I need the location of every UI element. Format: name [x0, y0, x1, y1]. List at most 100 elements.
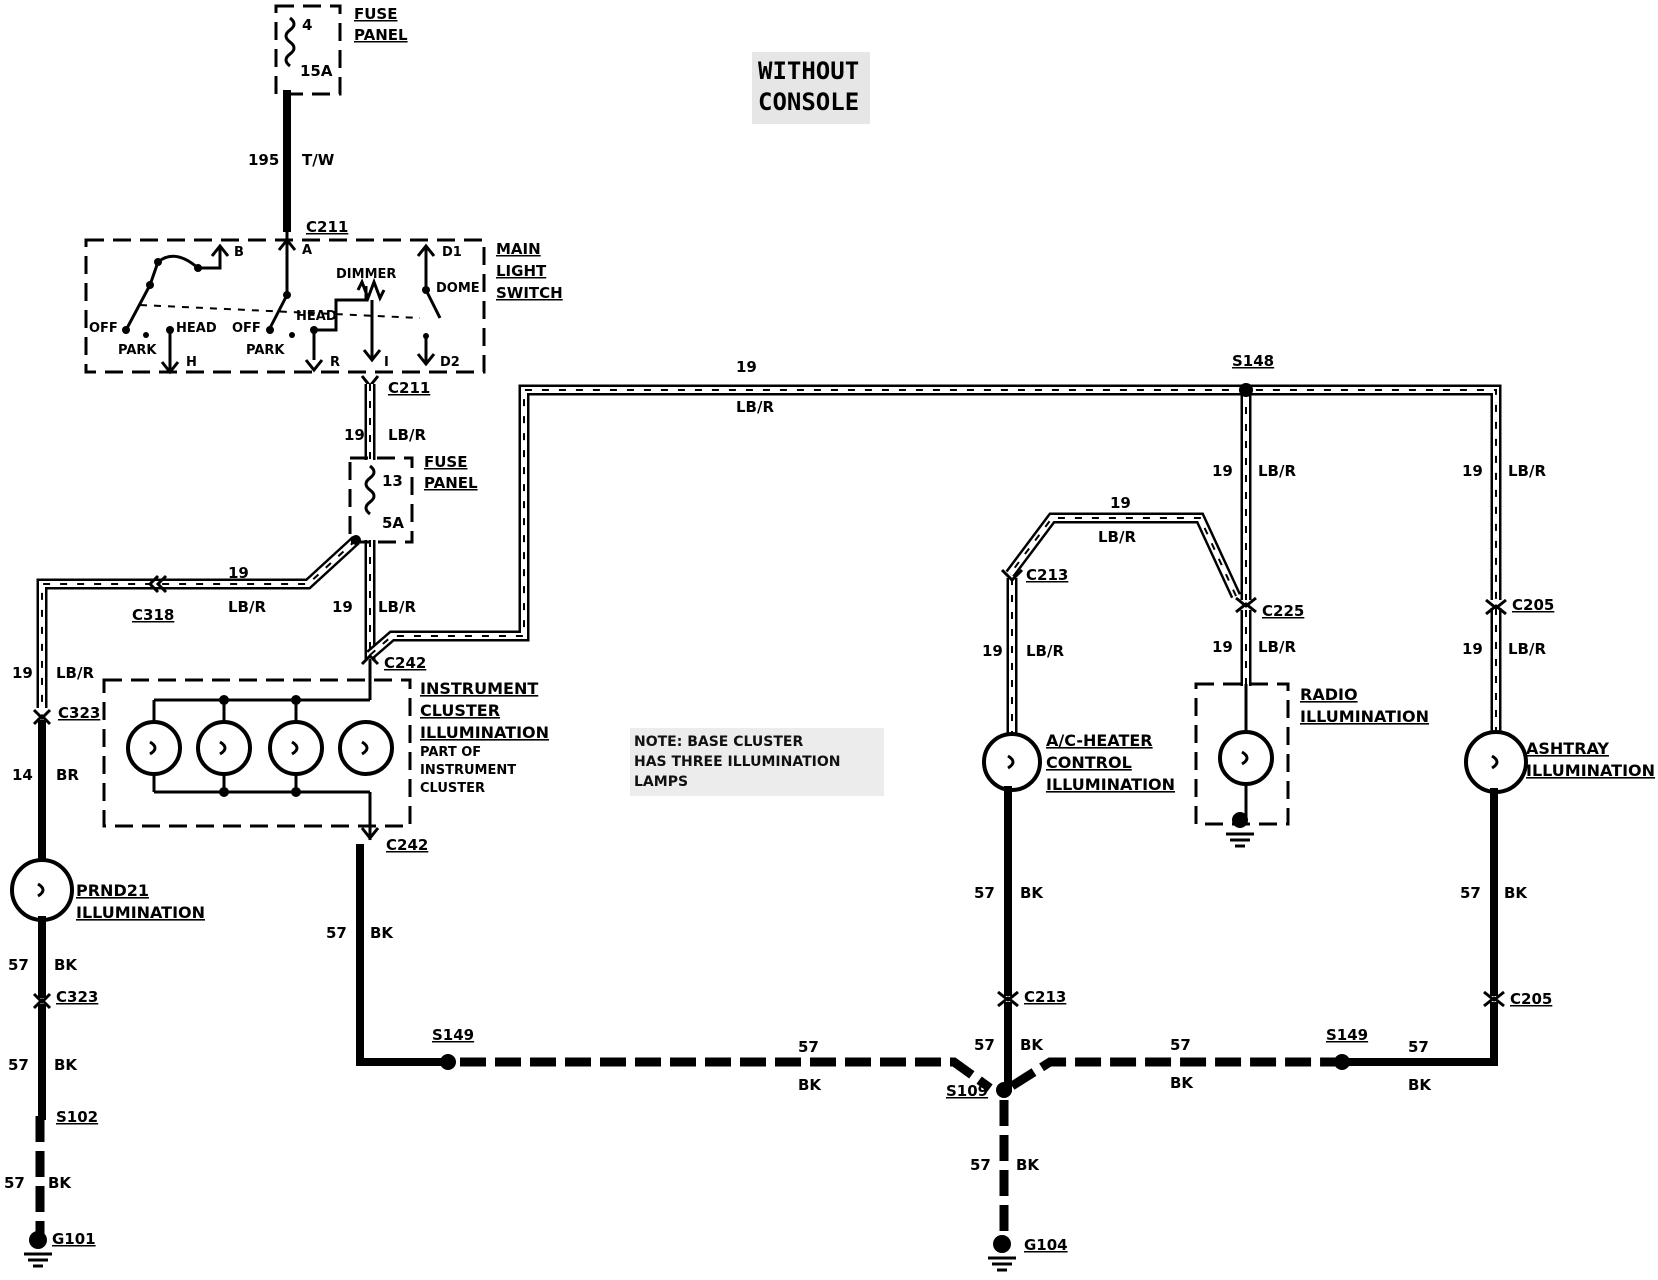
terminal-i-arrow-icon [362, 349, 382, 363]
terminal-a-arrow-icon [277, 237, 297, 251]
lbr-wiring [36, 384, 1502, 738]
label-19-c242: 19 [332, 598, 353, 616]
label-lbr-c205: LB/R [1508, 640, 1546, 658]
c213-top-connector-icon [1000, 568, 1024, 583]
switch-contact [289, 332, 295, 338]
note: NOTE: BASE CLUSTER HAS THREE ILLUMINATIO… [630, 728, 884, 796]
label-57-ashtray: 57 [1460, 884, 1481, 902]
label-19-c213: 19 [982, 642, 1003, 660]
label-57-ac: 57 [974, 884, 995, 902]
header-line2: CONSOLE [758, 88, 859, 116]
c213-bottom-connector-icon [997, 990, 1019, 1008]
label-lbr-branch: LB/R [1098, 528, 1136, 546]
prnd21-label2: ILLUMINATION [76, 903, 205, 922]
ground-icon [1226, 832, 1254, 848]
header: WITHOUT CONSOLE [752, 52, 870, 124]
c213-top-label: C213 [1026, 566, 1068, 584]
s109-label: S109 [946, 1082, 988, 1100]
fuse-rating: 15A [300, 62, 333, 80]
switch-contact [146, 281, 154, 289]
label-19-c205: 19 [1462, 640, 1483, 658]
c225-connector-icon [1235, 596, 1257, 614]
label-19-ashtray-top: 19 [1462, 462, 1483, 480]
switch-connector-top: C211 [306, 218, 348, 236]
c205-bottom-label: C205 [1510, 990, 1552, 1008]
s149-left-splice-dot [440, 1054, 456, 1070]
pos-off-right: OFF [232, 321, 261, 336]
fuse-panel-13-box [348, 456, 414, 544]
main-light-switch-box [84, 238, 486, 374]
label-bk-c213: BK [1020, 1036, 1044, 1054]
label-19-branch: 19 [1110, 494, 1131, 512]
label-bk-g104: BK [1016, 1156, 1040, 1174]
label-19-s148: 19 [1212, 462, 1233, 480]
dimmer-resistor-icon [356, 277, 386, 303]
switch-contact [143, 332, 149, 338]
label-lbr-ashtray-top: LB/R [1508, 462, 1546, 480]
note-line2: HAS THREE ILLUMINATION [634, 754, 840, 770]
switch-contact [122, 326, 130, 334]
label-lbr-c225: LB/R [1258, 638, 1296, 656]
pos-dome: DOME [436, 281, 480, 296]
label-lbr-c318: LB/R [228, 598, 266, 616]
switch-label1: MAIN [496, 240, 541, 258]
c205-top-connector-icon [1485, 598, 1507, 616]
terminal-a: A [302, 243, 312, 258]
terminal-d1: D1 [442, 245, 462, 260]
c205-bottom-connector-icon [1483, 990, 1505, 1008]
pos-park-right: PARK [246, 343, 285, 358]
terminal-d2-arrow-icon [416, 353, 436, 367]
terminal-i: I [384, 355, 389, 370]
label-57-c213: 57 [974, 1036, 995, 1054]
wire-57-bus-right [1009, 1057, 1336, 1090]
radio-ground-dot [1232, 812, 1248, 828]
c242-top-label: C242 [384, 654, 426, 672]
label-lbr-c213: LB/R [1026, 642, 1064, 660]
terminal-r-arrow-icon [304, 359, 324, 373]
wire-stripe [1009, 517, 1237, 597]
wire-195-color: T/W [302, 151, 335, 169]
label-bk-c323: BK [54, 1056, 78, 1074]
label-lbr-top: LB/R [736, 398, 774, 416]
pos-dimmer: DIMMER [336, 267, 396, 282]
label-bk-bus-right: BK [1170, 1074, 1194, 1092]
label-lbr-c323: LB/R [56, 664, 94, 682]
terminal-r: R [330, 355, 340, 370]
wire-stripe [41, 539, 357, 708]
switch-label3: SWITCH [496, 284, 563, 302]
ashtray-label2: ILLUMINATION [1526, 761, 1655, 780]
fuse-splice-dot [351, 535, 361, 545]
wire-stripe [369, 389, 1497, 656]
c242-bottom-connector-icon [360, 827, 380, 841]
radio-label2: ILLUMINATION [1300, 707, 1429, 726]
ground-icon [988, 1256, 1016, 1272]
label-57-bus-left: 57 [798, 1038, 819, 1056]
note-line1: NOTE: BASE CLUSTER [634, 734, 803, 750]
fuse-panel-top-box [274, 4, 342, 96]
ac-heater-label3: ILLUMINATION [1046, 775, 1175, 794]
cluster-sub1: PART OF [420, 745, 481, 760]
wire-fill [368, 387, 1499, 658]
terminal-b-arrow-icon [210, 243, 230, 257]
c242-bottom-label: C242 [386, 836, 428, 854]
c323-top-label: C323 [58, 704, 100, 722]
note-line3: LAMPS [634, 774, 688, 790]
ac-heater-label1: A/C-HEATER [1046, 731, 1153, 750]
label-19-top: 19 [736, 358, 757, 376]
fuse-13-label1: FUSE [424, 453, 467, 471]
c323-bottom-label: C323 [56, 988, 98, 1006]
label-19-c318: 19 [228, 564, 249, 582]
fuse-element-icon [364, 464, 376, 516]
main-light-switch: C211 MAIN LIGHT SWITCH B H OFF PARK HEAD… [84, 218, 563, 375]
switch-contact [154, 258, 162, 266]
terminal-b: B [234, 245, 244, 260]
label-57-g104: 57 [970, 1156, 991, 1174]
c242-top-connector-icon [360, 653, 380, 666]
radio-label1: RADIO [1300, 685, 1358, 704]
label-19-c225: 19 [1212, 638, 1233, 656]
label-lbr-c242: LB/R [378, 598, 416, 616]
label-14: 14 [12, 766, 33, 784]
terminal-d2: D2 [440, 355, 460, 370]
instrument-cluster: C242 INSTRUMENT CLUSTER ILLUMINATION PAR… [102, 653, 549, 841]
